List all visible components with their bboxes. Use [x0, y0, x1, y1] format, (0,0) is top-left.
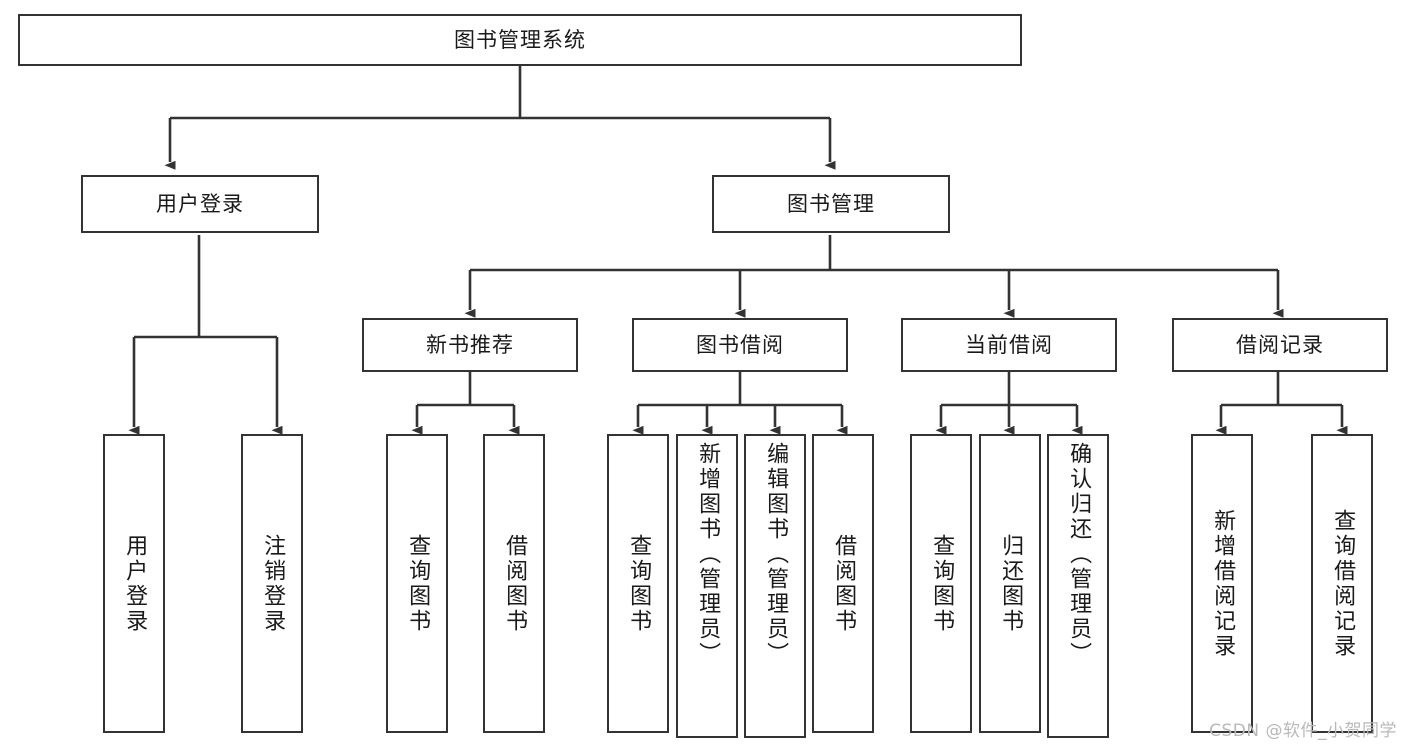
leaf-edit-book-admin[interactable]: 编辑图书（管理员） [744, 434, 806, 738]
node-label: 用户登录 [156, 191, 244, 216]
node-label: 确认归还（管理员） [1066, 442, 1092, 667]
node-label: 新增图书（管理员） [695, 442, 721, 667]
node-current-borrow[interactable]: 当前借阅 [901, 318, 1117, 372]
node-user-login[interactable]: 用户登录 [81, 175, 319, 233]
node-label: 当前借阅 [965, 332, 1053, 357]
node-borrow-record[interactable]: 借阅记录 [1172, 318, 1388, 372]
node-root-system[interactable]: 图书管理系统 [18, 14, 1022, 66]
node-label: 图书管理 [787, 191, 875, 216]
node-label: 借阅图书 [502, 533, 528, 634]
leaf-logout[interactable]: 注销登录 [241, 434, 303, 733]
node-book-borrow[interactable]: 图书借阅 [632, 318, 848, 372]
leaf-query-book-recommend[interactable]: 查询图书 [386, 434, 448, 733]
node-label: 新增借阅记录 [1210, 508, 1236, 659]
node-label: 查询图书 [405, 533, 431, 634]
leaf-query-borrow-record[interactable]: 查询借阅记录 [1311, 434, 1373, 733]
node-label: 注销登录 [260, 533, 286, 634]
node-label: 借阅记录 [1236, 332, 1324, 357]
node-label: 图书借阅 [696, 332, 784, 357]
node-label: 编辑图书（管理员） [763, 442, 789, 667]
leaf-add-book-admin[interactable]: 新增图书（管理员） [676, 434, 738, 738]
leaf-query-book-current[interactable]: 查询图书 [910, 434, 972, 733]
leaf-query-book-borrow[interactable]: 查询图书 [607, 434, 669, 733]
leaf-borrow-book-recommend[interactable]: 借阅图书 [483, 434, 545, 733]
leaf-return-book[interactable]: 归还图书 [979, 434, 1041, 733]
node-label: 归还图书 [998, 533, 1024, 634]
node-label: 查询图书 [626, 533, 652, 634]
leaf-borrow-book-borrow[interactable]: 借阅图书 [812, 434, 874, 733]
leaf-confirm-return-admin[interactable]: 确认归还（管理员） [1047, 434, 1109, 738]
node-label: 用户登录 [122, 533, 148, 634]
node-label: 查询借阅记录 [1330, 508, 1356, 659]
node-book-management[interactable]: 图书管理 [712, 175, 950, 233]
node-new-book-recommend[interactable]: 新书推荐 [362, 318, 578, 372]
leaf-add-borrow-record[interactable]: 新增借阅记录 [1191, 434, 1253, 733]
node-label: 借阅图书 [831, 533, 857, 634]
node-label: 图书管理系统 [454, 27, 586, 52]
csdn-watermark: CSDN @软件_小贺同学 [1209, 721, 1397, 741]
node-label: 查询图书 [929, 533, 955, 634]
leaf-user-login[interactable]: 用户登录 [103, 434, 165, 733]
node-label: 新书推荐 [426, 332, 514, 357]
